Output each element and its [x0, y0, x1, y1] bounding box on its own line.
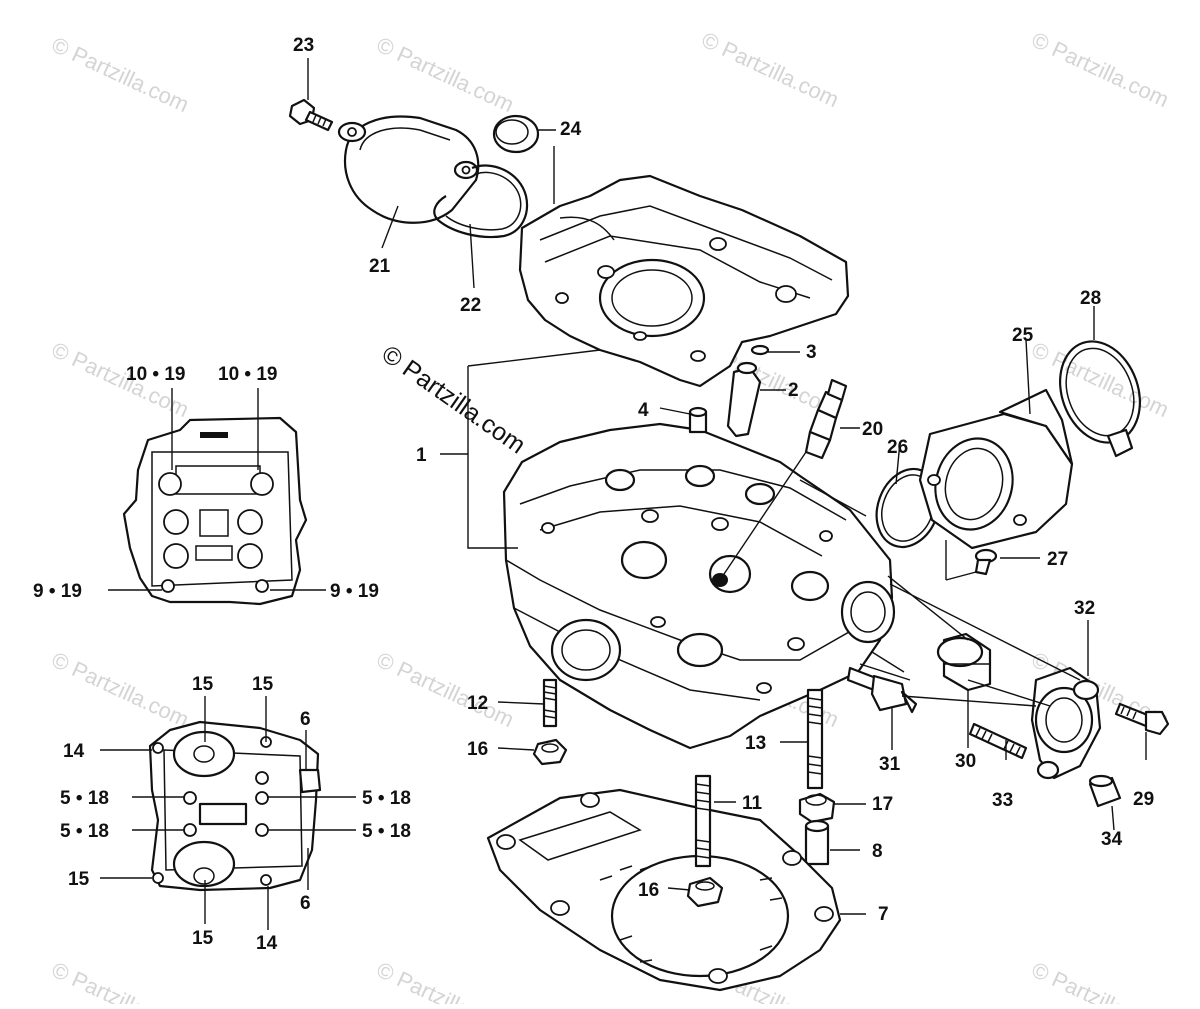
callout-27: 27 [1047, 549, 1068, 570]
callout-21: 21 [369, 256, 391, 277]
callout-33: 33 [992, 790, 1013, 811]
valve-cover-gasket [433, 164, 529, 239]
spark-plug-20 [719, 378, 848, 581]
callout-4: 4 [638, 400, 649, 421]
callout-13: 13 [745, 733, 766, 754]
callout-8: 8 [872, 841, 883, 862]
watermark-tile: © Partzilla.com [373, 647, 518, 732]
callout-22: 22 [460, 295, 481, 316]
watermark-tile: © Partzilla.com [1028, 27, 1173, 112]
camshaft-holder [518, 174, 850, 388]
callout-32: 32 [1074, 598, 1095, 619]
callout-5-18-d: 5 • 18 [362, 821, 411, 842]
callout-34: 34 [1101, 829, 1123, 850]
callout-9-19-b: 9 • 19 [330, 581, 379, 602]
callout-16a: 16 [467, 739, 488, 760]
callout-5-18-b: 5 • 18 [362, 788, 411, 809]
callout-5-18-a: 5 • 18 [60, 788, 109, 809]
callout-15a: 15 [192, 674, 214, 695]
callout-labels: 23 24 21 22 3 2 4 1 20 25 28 26 27 32 12… [33, 35, 1154, 954]
callout-31: 31 [879, 754, 901, 775]
watermark-main: © Partzilla.com [377, 340, 531, 460]
thermostat-cap-32 [1030, 666, 1102, 780]
inset-head-top-view [122, 416, 308, 606]
pin-2 [726, 361, 762, 438]
stud-11 [694, 774, 712, 868]
callout-6b: 6 [300, 893, 311, 914]
callout-12: 12 [467, 693, 488, 714]
dowel-4 [688, 406, 708, 434]
callout-6a: 6 [300, 709, 311, 730]
callout-1: 1 [416, 445, 427, 466]
callout-7: 7 [878, 904, 889, 925]
stud-12 [542, 678, 558, 728]
thermostat-30 [936, 632, 992, 692]
collar-34 [1088, 774, 1122, 808]
callout-29: 29 [1133, 789, 1154, 810]
inset-head-underside [148, 720, 322, 892]
callout-5-18-c: 5 • 18 [60, 821, 109, 842]
watermark-tile: © Partzilla.com [373, 32, 518, 117]
sensor-31 [846, 666, 918, 714]
cylinder-head [502, 422, 896, 750]
callout-26: 26 [887, 437, 908, 458]
callout-2: 2 [788, 380, 799, 401]
callout-10-19-a: 10 • 19 [126, 364, 185, 385]
callout-28: 28 [1080, 288, 1101, 309]
callout-3: 3 [806, 342, 817, 363]
callout-23: 23 [293, 35, 314, 56]
callout-14b: 14 [256, 933, 278, 954]
watermark-tile: © Partzilla.com [698, 27, 843, 112]
watermark-tile: © Partzilla.com [48, 32, 193, 117]
screw-27 [974, 548, 998, 576]
insulator-25 [918, 388, 1074, 550]
callout-17: 17 [872, 794, 893, 815]
nut-16-a [532, 738, 568, 766]
watermark-tile: © Partzilla.com [373, 957, 518, 1004]
callout-25: 25 [1012, 325, 1034, 346]
leader-lines [100, 58, 1147, 930]
dowel-8 [804, 819, 830, 866]
callout-15d: 15 [192, 928, 214, 949]
valve-cover [337, 115, 480, 224]
nut-17 [798, 792, 836, 824]
callout-15b: 15 [252, 674, 274, 695]
callout-24: 24 [560, 119, 582, 140]
watermark-tile: © Partzilla.com [48, 647, 193, 732]
bolt-23 [288, 98, 334, 132]
callout-15c: 15 [68, 869, 90, 890]
head-gasket-7 [486, 788, 842, 992]
clamp-28 [1059, 340, 1141, 458]
watermark-tile: © Partzilla.com [48, 957, 193, 1004]
watermark-tile: © Partzilla.com [1028, 957, 1173, 1004]
valve-cover-gasket-inner [445, 171, 522, 231]
callout-11: 11 [742, 793, 763, 814]
callout-16b: 16 [638, 880, 659, 901]
callout-10-19-b: 10 • 19 [218, 364, 277, 385]
callout-30: 30 [955, 751, 976, 772]
clip-3 [750, 344, 770, 356]
stud-13 [806, 688, 824, 790]
plug-24 [492, 114, 540, 154]
callout-9-19-a: 9 • 19 [33, 581, 82, 602]
callout-20: 20 [862, 419, 883, 440]
nut-16-b [686, 876, 724, 908]
stud-33 [968, 722, 1028, 760]
callout-14a: 14 [63, 741, 85, 762]
bolt-29 [1114, 702, 1170, 736]
